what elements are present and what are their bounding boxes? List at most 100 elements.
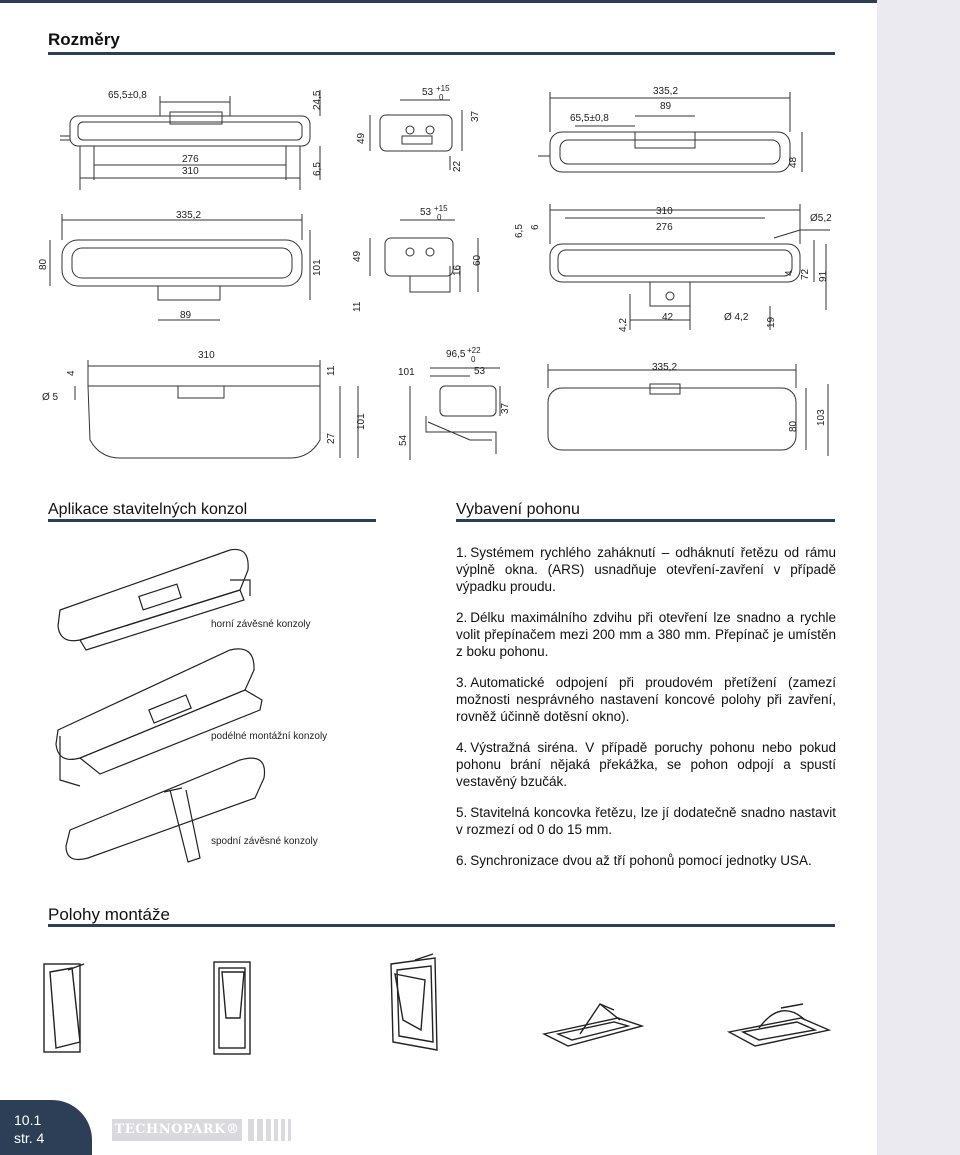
feature-number: 5. xyxy=(456,805,468,820)
dim-label: 11 xyxy=(326,365,337,376)
dim-label: 72 xyxy=(800,268,811,280)
feature-item: 6.Synchronizace dvou až tří pohonů pomoc… xyxy=(456,852,836,869)
dim-label: 0 xyxy=(437,213,442,222)
page-number: str. 4 xyxy=(14,1130,45,1146)
actuator-outline-3 xyxy=(61,239,303,287)
dim-label: 89 xyxy=(660,101,672,112)
dim-label: 22 xyxy=(452,160,463,172)
section-title-consoles: Aplikace stavitelných konzol xyxy=(48,501,248,518)
mounting-position-1 xyxy=(43,963,85,1053)
right-sidebar xyxy=(877,0,960,1155)
section-title-positions: Polohy montáže xyxy=(48,905,170,924)
dim-label: 37 xyxy=(500,402,511,414)
dim-label: 276 xyxy=(656,222,673,233)
feature-text: Automatické odpojení při proudovém přetí… xyxy=(456,675,836,724)
page-section: 10.1 xyxy=(14,1112,42,1128)
dim-label: 16 xyxy=(452,264,463,276)
dim-label: 53 xyxy=(422,87,434,98)
dim-label: 96,5 xyxy=(446,349,466,360)
dim-label: 89 xyxy=(180,310,192,321)
dim-label: 4,2 xyxy=(618,318,629,332)
feature-item: 5.Stavitelná koncovka řetězu, lze jí dod… xyxy=(456,804,836,838)
actuator-profile-1 xyxy=(379,114,453,152)
section-rule-positions xyxy=(48,924,835,927)
console-label-mid: podélné montážní konzoly xyxy=(211,731,328,742)
section-rule-dimensions xyxy=(48,52,835,55)
equipment-features-list: 1.Systémem rychlého zaháknutí – odháknut… xyxy=(456,544,836,883)
section-rule-equipment xyxy=(456,519,835,522)
dimension-drawings-svg xyxy=(49,90,830,460)
dim-label: Ø5,2 xyxy=(810,213,832,224)
feature-text: Výstražná siréna. V případě poruchy poho… xyxy=(456,740,836,789)
feature-item: 1.Systémem rychlého zaháknutí – odháknut… xyxy=(456,544,836,595)
dim-label: 65,5±0,8 xyxy=(570,113,609,124)
actuator-profile-2 xyxy=(384,237,454,277)
actuator-outline-4 xyxy=(549,243,801,283)
feature-text: Systémem rychlého zaháknutí – odháknutí … xyxy=(456,545,836,594)
dim-label: 11 xyxy=(352,301,363,312)
dim-label: 101 xyxy=(312,259,323,276)
dim-label: 19 xyxy=(766,316,777,328)
dim-label: 101 xyxy=(356,413,367,430)
brand-logo: TECHNOPARK® xyxy=(112,1119,242,1141)
dim-label: 53 xyxy=(420,207,432,218)
dim-label: 101 xyxy=(398,367,415,378)
feature-number: 6. xyxy=(456,853,468,868)
dim-label: 6,5 xyxy=(312,162,323,176)
console-actuator-bottom xyxy=(65,757,266,861)
dimension-drawings: 65,5±0,8 24,5 276 310 6,5 53 +15 0 49 37… xyxy=(30,70,850,470)
dim-label: 0 xyxy=(471,355,476,364)
dim-label: Ø 4,2 xyxy=(724,312,749,323)
mounting-position-2 xyxy=(213,961,251,1055)
dim-label: 276 xyxy=(182,154,199,165)
dim-label: +15 xyxy=(434,204,448,213)
dim-label: 49 xyxy=(356,132,367,144)
dim-label: 310 xyxy=(198,350,215,361)
section-title-equipment: Vybavení pohonu xyxy=(456,501,580,518)
console-label-top: horní závěsné konzoly xyxy=(211,619,311,630)
dim-label: 335,2 xyxy=(652,362,678,373)
mounting-position-3 xyxy=(390,953,438,1051)
dim-label: 48 xyxy=(788,156,799,168)
feature-number: 4. xyxy=(456,740,468,755)
feature-number: 2. xyxy=(456,610,468,625)
dim-label: 54 xyxy=(398,434,409,446)
dim-label: 80 xyxy=(788,420,799,432)
feature-number: 1. xyxy=(456,545,468,560)
mounting-position-4 xyxy=(541,1002,645,1047)
section-rule-consoles xyxy=(48,519,376,522)
console-illustrations: horní závěsné konzoly podélné montážní k… xyxy=(40,540,380,870)
actuator-outline-2 xyxy=(549,131,791,173)
actuator-profile-3 xyxy=(439,385,497,417)
console-actuator-mid xyxy=(55,648,255,760)
dim-label: 310 xyxy=(656,206,673,217)
dim-label: 37 xyxy=(470,110,481,122)
dim-label: +15 xyxy=(436,84,450,93)
dim-label: Ø 5 xyxy=(42,392,59,403)
dim-label: 60 xyxy=(472,254,483,266)
dim-label: 6,5 xyxy=(514,224,525,238)
dim-label: 335,2 xyxy=(176,210,202,221)
dim-label: 24,5 xyxy=(312,90,323,110)
feature-number: 3. xyxy=(456,675,468,690)
console-label-bottom: spodní závěsné konzoly xyxy=(211,836,318,847)
feature-item: 4.Výstražná siréna. V případě poruchy po… xyxy=(456,739,836,790)
dim-label: 335,2 xyxy=(653,86,679,97)
dim-label: 0 xyxy=(439,93,444,102)
actuator-outline-1 xyxy=(69,115,311,147)
dim-label: 53 xyxy=(474,366,486,377)
feature-item: 3.Automatické odpojení při proudovém pře… xyxy=(456,674,836,725)
actuator-outline-5 xyxy=(87,385,321,459)
brand-bars xyxy=(248,1119,308,1141)
feature-text: Synchronizace dvou až tří pohonů pomocí … xyxy=(470,853,812,868)
actuator-outline-6 xyxy=(547,387,797,451)
dim-label: 27 xyxy=(326,432,337,444)
dim-label: 6 xyxy=(530,224,541,230)
dim-label: 4 xyxy=(66,370,77,376)
dim-label: 65,5±0,8 xyxy=(108,90,147,101)
dim-label: +22 xyxy=(467,346,481,355)
dim-label: 49 xyxy=(352,250,363,262)
page-badge: 10.1 str. 4 xyxy=(0,1100,92,1155)
feature-text: Stavitelná koncovka řetězu, lze jí dodat… xyxy=(456,805,836,837)
dim-label: 80 xyxy=(38,258,49,270)
